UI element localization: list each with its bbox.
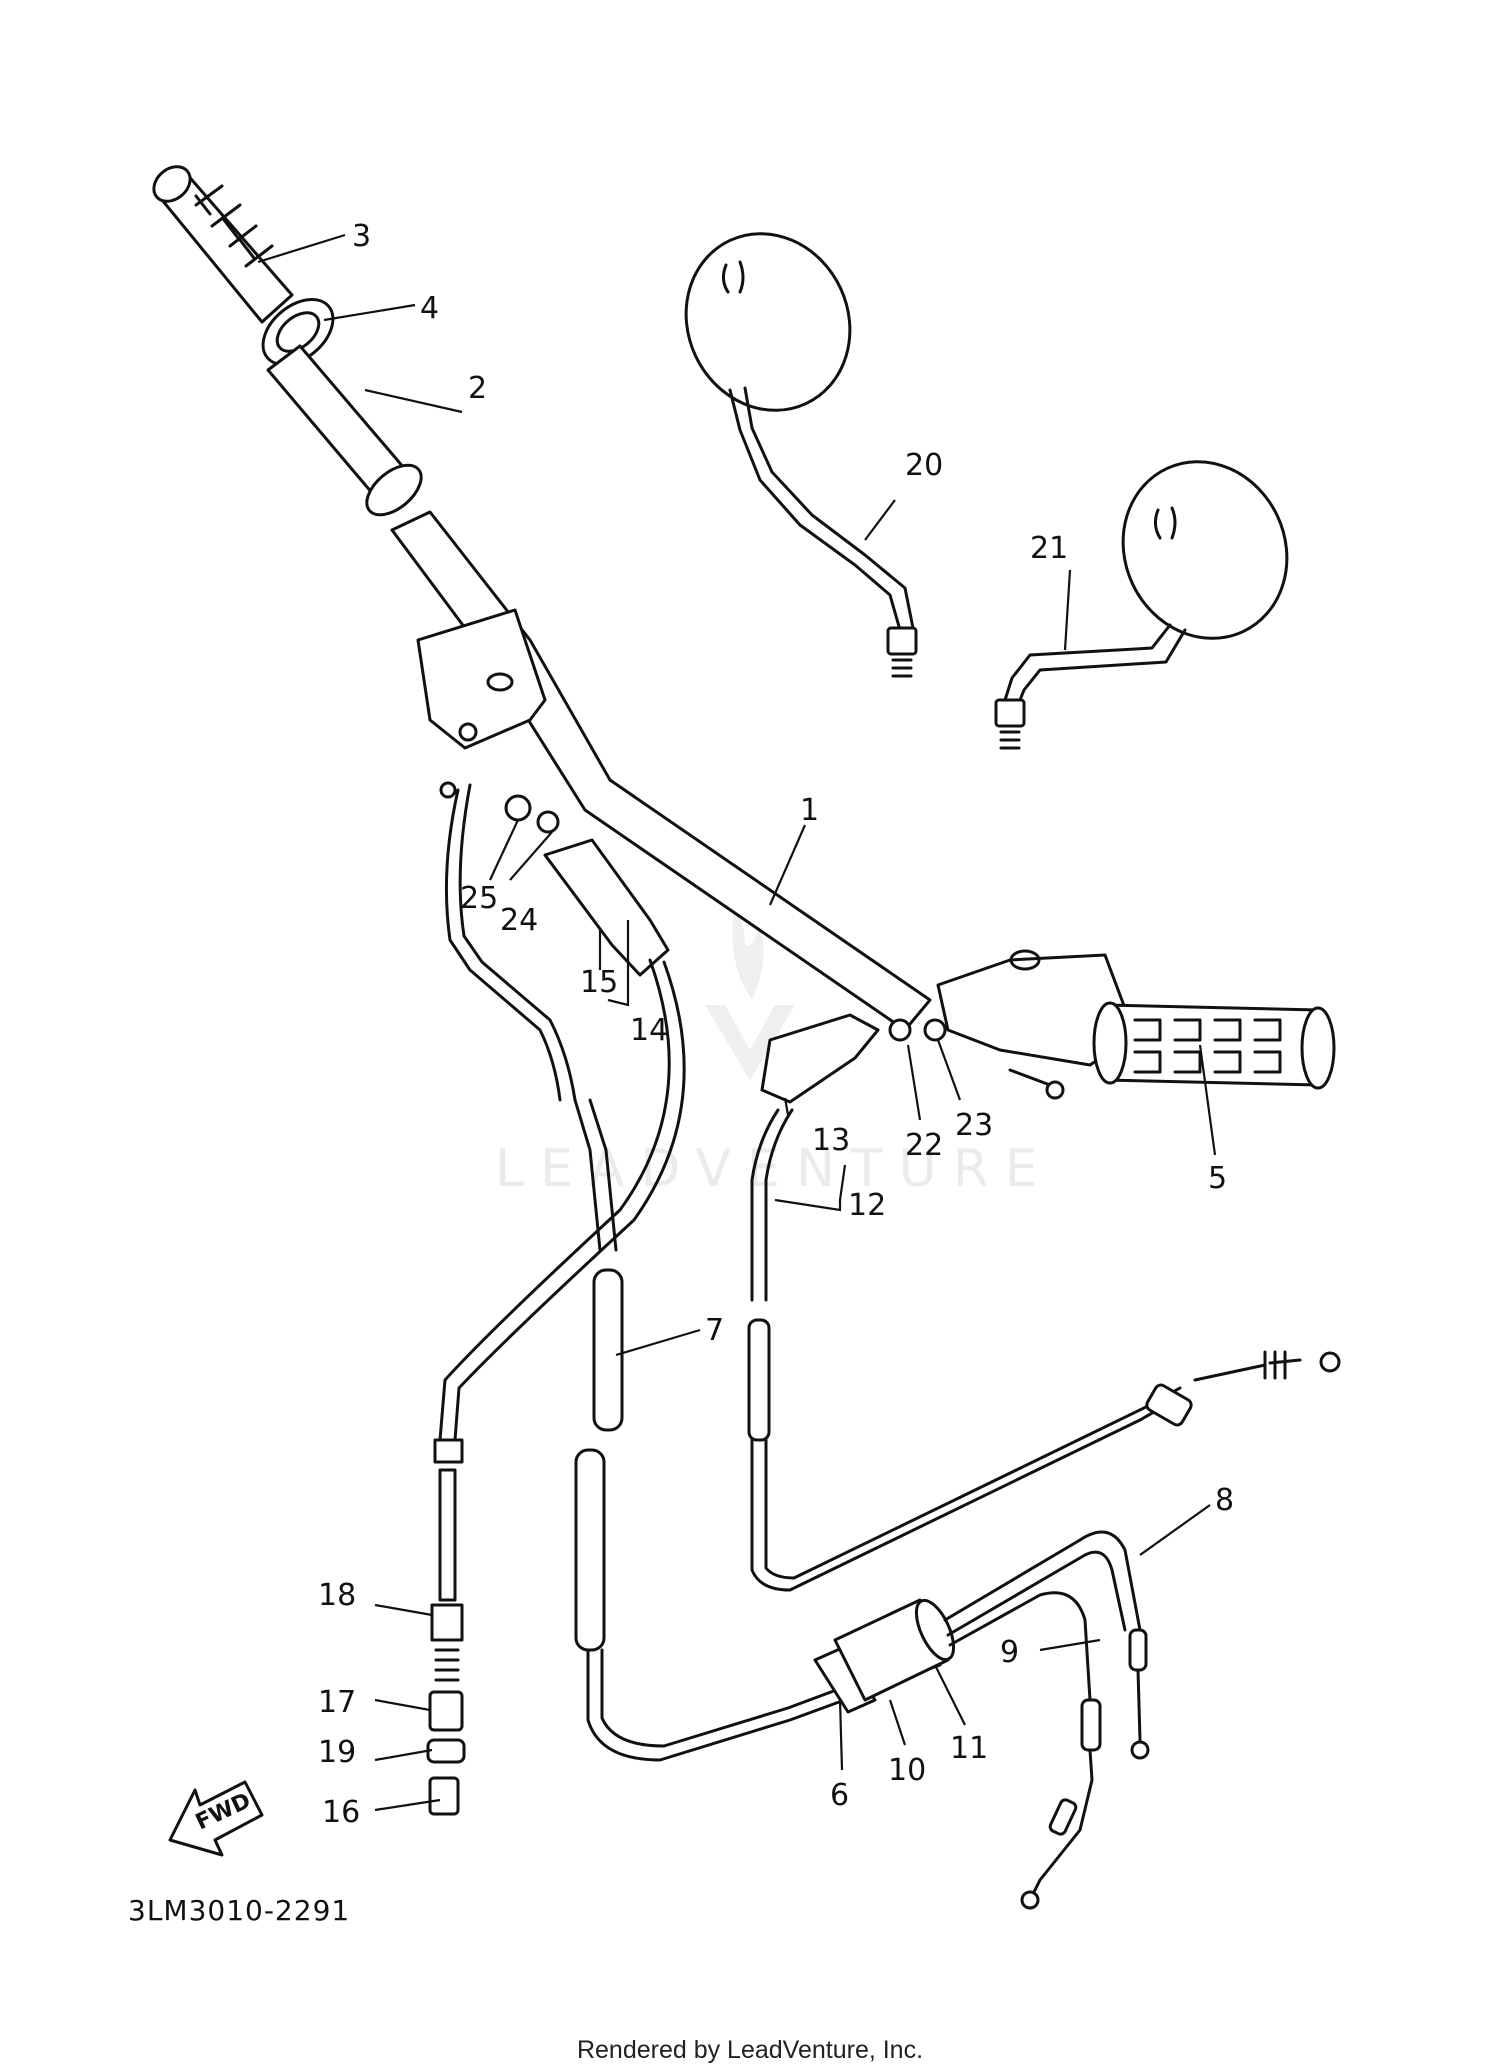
callout-3: 3 [352,219,371,254]
callout-11: 11 [950,1731,988,1766]
left-switch-housing [416,608,547,750]
callout-13: 13 [812,1123,850,1158]
right-lever [760,1013,1065,1104]
grip-end-ring [261,297,335,367]
throttle-sleeve [266,344,423,517]
callout-labels: 1 2 3 4 5 6 7 8 9 10 11 12 13 14 15 16 1… [318,219,1234,1830]
callout-15: 15 [580,965,618,1000]
diagram-code: 3LM3010-2291 [128,1894,350,1927]
fwd-arrow-icon: FWD [168,1780,264,1857]
callout-20: 20 [905,448,943,483]
callout-2: 2 [468,371,487,406]
throttle-cable-long [573,1098,942,1762]
callout-19: 19 [318,1735,356,1770]
callout-21: 21 [1030,531,1068,566]
callout-leaders [257,233,1217,1812]
callout-14: 14 [630,1013,668,1048]
callout-10: 10 [888,1753,926,1788]
callout-4: 4 [420,291,439,326]
callout-8: 8 [1215,1483,1234,1518]
callout-1: 1 [800,793,819,828]
callout-24: 24 [500,903,538,938]
callout-9: 9 [1000,1635,1019,1670]
watermark-logo-icon [705,905,795,1080]
callout-22: 22 [905,1128,943,1163]
callout-23: 23 [955,1108,993,1143]
callout-12: 12 [848,1188,886,1223]
right-grip [1092,1001,1336,1090]
clutch-cable [426,783,686,1816]
left-lever [543,838,670,977]
callout-6: 6 [830,1778,849,1813]
callout-7: 7 [705,1313,724,1348]
footer-credit: Rendered by LeadVenture, Inc. [576,2036,924,2064]
callout-5: 5 [1208,1161,1227,1196]
throttle-split-cables [943,1530,1150,1910]
callout-18: 18 [318,1578,356,1613]
cable-junction [813,1598,956,1714]
right-mirror [994,460,1289,750]
callout-17: 17 [318,1685,356,1720]
left-grip [152,165,294,324]
brake-cable [747,1108,1341,1592]
callout-16: 16 [322,1795,360,1830]
left-mirror [684,232,918,678]
callout-25: 25 [460,881,498,916]
